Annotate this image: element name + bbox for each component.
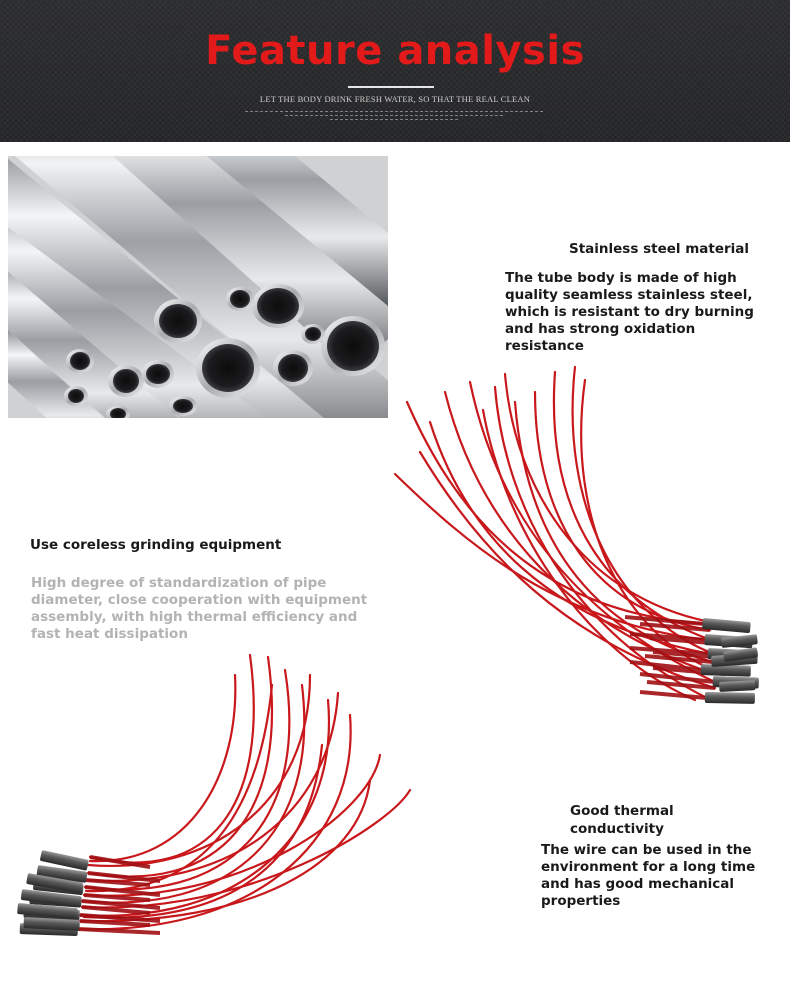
feature-stainless-body: The tube body is made of high quality se… bbox=[505, 270, 754, 354]
banner-subtitle: LET THE BODY DRINK FRESH WATER, SO THAT … bbox=[259, 94, 531, 104]
pipes-illustration bbox=[8, 156, 388, 418]
feature-stainless-heading: Stainless steel material bbox=[569, 241, 750, 257]
banner-title: Feature analysis bbox=[205, 28, 585, 74]
banner-divider bbox=[348, 86, 434, 88]
feature-stainless-body-wrap: The tube body is made of high quality se… bbox=[505, 270, 770, 355]
feature-grinding-heading-wrap: Use coreless grinding equipment bbox=[30, 536, 330, 554]
feature-thermal-body: The wire can be used in the environment … bbox=[541, 842, 756, 909]
feature-grinding-heading: Use coreless grinding equipment bbox=[30, 537, 282, 553]
heating-element-wires-image-right bbox=[385, 362, 775, 717]
banner-fine-line bbox=[245, 111, 545, 112]
stainless-steel-pipes-image bbox=[8, 156, 388, 418]
feature-thermal-heading: Good thermal conductivity bbox=[570, 803, 674, 837]
heating-element-wires-image-left bbox=[10, 645, 420, 945]
feature-thermal-heading-wrap: Good thermal conductivity bbox=[570, 802, 720, 838]
feature-thermal-body-wrap: The wire can be used in the environment … bbox=[541, 842, 766, 910]
wires-right-illustration bbox=[393, 365, 759, 704]
wires-left-illustration bbox=[17, 653, 412, 936]
feature-grinding-body-wrap: High degree of standardization of pipe d… bbox=[31, 575, 381, 643]
feature-grinding-body: High degree of standardization of pipe d… bbox=[31, 575, 368, 642]
banner-fine-line bbox=[330, 119, 460, 120]
feature-stainless-heading-wrap: Stainless steel material bbox=[569, 240, 779, 258]
feature-banner: Feature analysis LET THE BODY DRINK FRES… bbox=[0, 0, 790, 142]
banner-fine-line bbox=[285, 115, 505, 116]
